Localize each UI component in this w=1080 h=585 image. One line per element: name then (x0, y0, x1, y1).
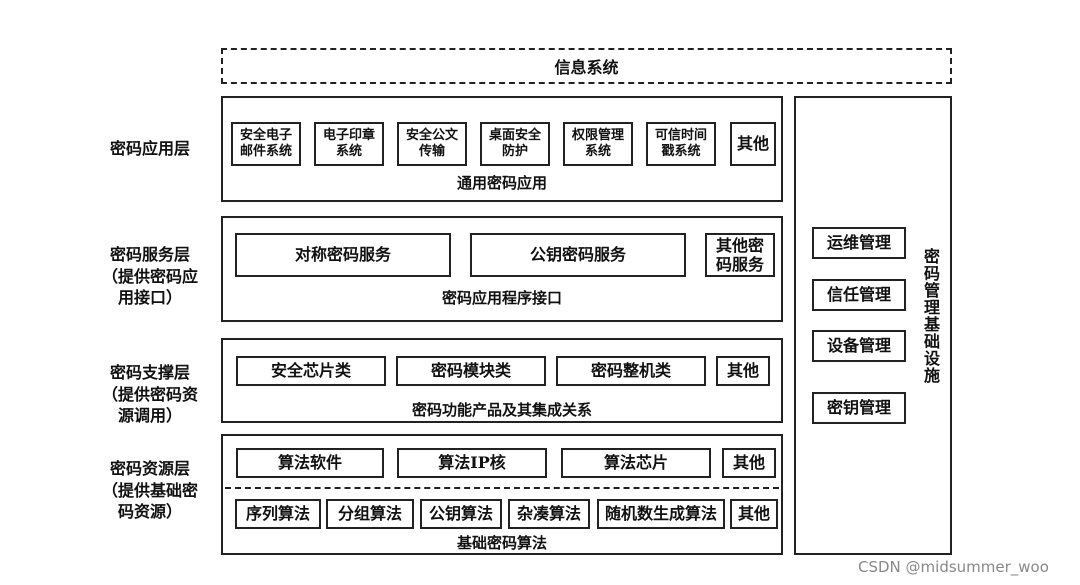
crypto-management-infrastructure-frame (794, 96, 952, 555)
other-crypto-service: 其他密 码服务 (705, 233, 775, 277)
service-layer-caption: 密码应用程序接口 (441, 289, 562, 307)
app-item-desktop-security: 桌面安全 防护 (480, 122, 550, 166)
csdn-watermark: CSDN @midsummer_woo (858, 558, 1049, 576)
public-key-algorithm: 公钥算法 (420, 499, 502, 529)
crypto-module-class: 密码模块类 (396, 356, 546, 386)
application-layer-caption: 通用密码应用 (456, 174, 547, 192)
support-layer-label: 密码支撑层 （提供密码资 源调用） (101, 363, 198, 426)
support-other: 其他 (716, 356, 770, 386)
app-item-secure-document: 安全公文 传输 (397, 122, 467, 166)
public-key-crypto-service: 公钥密码服务 (470, 233, 686, 277)
algorithm-ip-core: 算法IP核 (397, 448, 547, 478)
algorithm-software: 算法软件 (236, 448, 384, 478)
stream-cipher-algorithm: 序列算法 (235, 499, 321, 529)
device-management: 设备管理 (812, 330, 906, 362)
information-system-box: 信息系统 (221, 48, 952, 84)
random-number-generation-algorithm: 随机数生成算法 (597, 499, 725, 529)
operation-maintenance-management: 运维管理 (812, 227, 906, 259)
key-management: 密钥管理 (812, 392, 906, 424)
resource-other-top: 其他 (722, 448, 776, 478)
app-item-secure-email: 安全电子 邮件系统 (231, 122, 301, 166)
information-system-label: 信息系统 (554, 58, 619, 77)
resource-divider (225, 487, 779, 489)
app-item-e-seal: 电子印章 系统 (314, 122, 384, 166)
app-item-other: 其他 (730, 122, 776, 166)
app-item-permission-management: 权限管理 系统 (563, 122, 633, 166)
resource-layer-caption: 基础密码算法 (456, 534, 547, 552)
service-layer-label: 密码服务层 （提供密码应 用接口） (101, 245, 198, 308)
algorithm-chip: 算法芯片 (561, 448, 711, 478)
app-item-trusted-timestamp: 可信时间 戳系统 (646, 122, 716, 166)
hash-algorithm: 杂凑算法 (508, 499, 590, 529)
trust-management: 信任管理 (812, 279, 906, 311)
symmetric-crypto-service: 对称密码服务 (235, 233, 451, 277)
resource-layer-label: 密码资源层 （提供基础密 码资源） (101, 459, 198, 522)
security-chip-class: 安全芯片类 (236, 356, 386, 386)
resource-other-bottom: 其他 (730, 499, 778, 529)
application-layer-label: 密码应用层 (109, 139, 190, 158)
crypto-management-infrastructure-title: 密码管理基础设施 (921, 248, 940, 384)
support-layer-caption: 密码功能产品及其集成关系 (411, 401, 592, 419)
crypto-machine-class: 密码整机类 (556, 356, 706, 386)
block-cipher-algorithm: 分组算法 (326, 499, 414, 529)
